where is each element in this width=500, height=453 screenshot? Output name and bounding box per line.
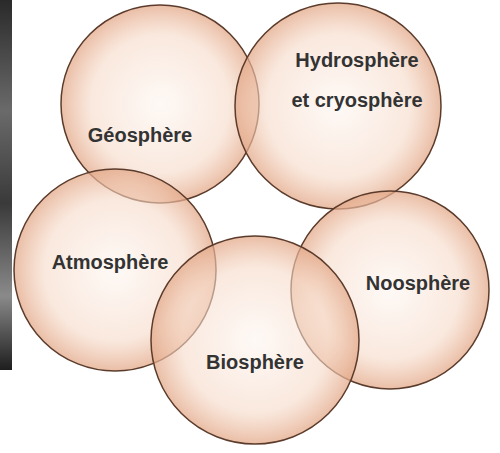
sphere-label: Noosphère <box>366 271 470 295</box>
circle-outline <box>235 3 441 209</box>
sphere-label: Hydrosphère et cryosphère <box>289 40 425 120</box>
sphere-label: Biosphère <box>206 350 304 374</box>
sphere-circle: Biosphère <box>150 235 360 445</box>
circle-outline <box>151 236 359 444</box>
sphere-circle: Hydrosphère et cryosphère <box>234 2 442 210</box>
circle-outline <box>150 235 360 445</box>
sphere-label: Géosphère <box>88 123 192 147</box>
photo-strip <box>0 0 12 370</box>
sphere-label: Atmosphère <box>52 250 169 274</box>
